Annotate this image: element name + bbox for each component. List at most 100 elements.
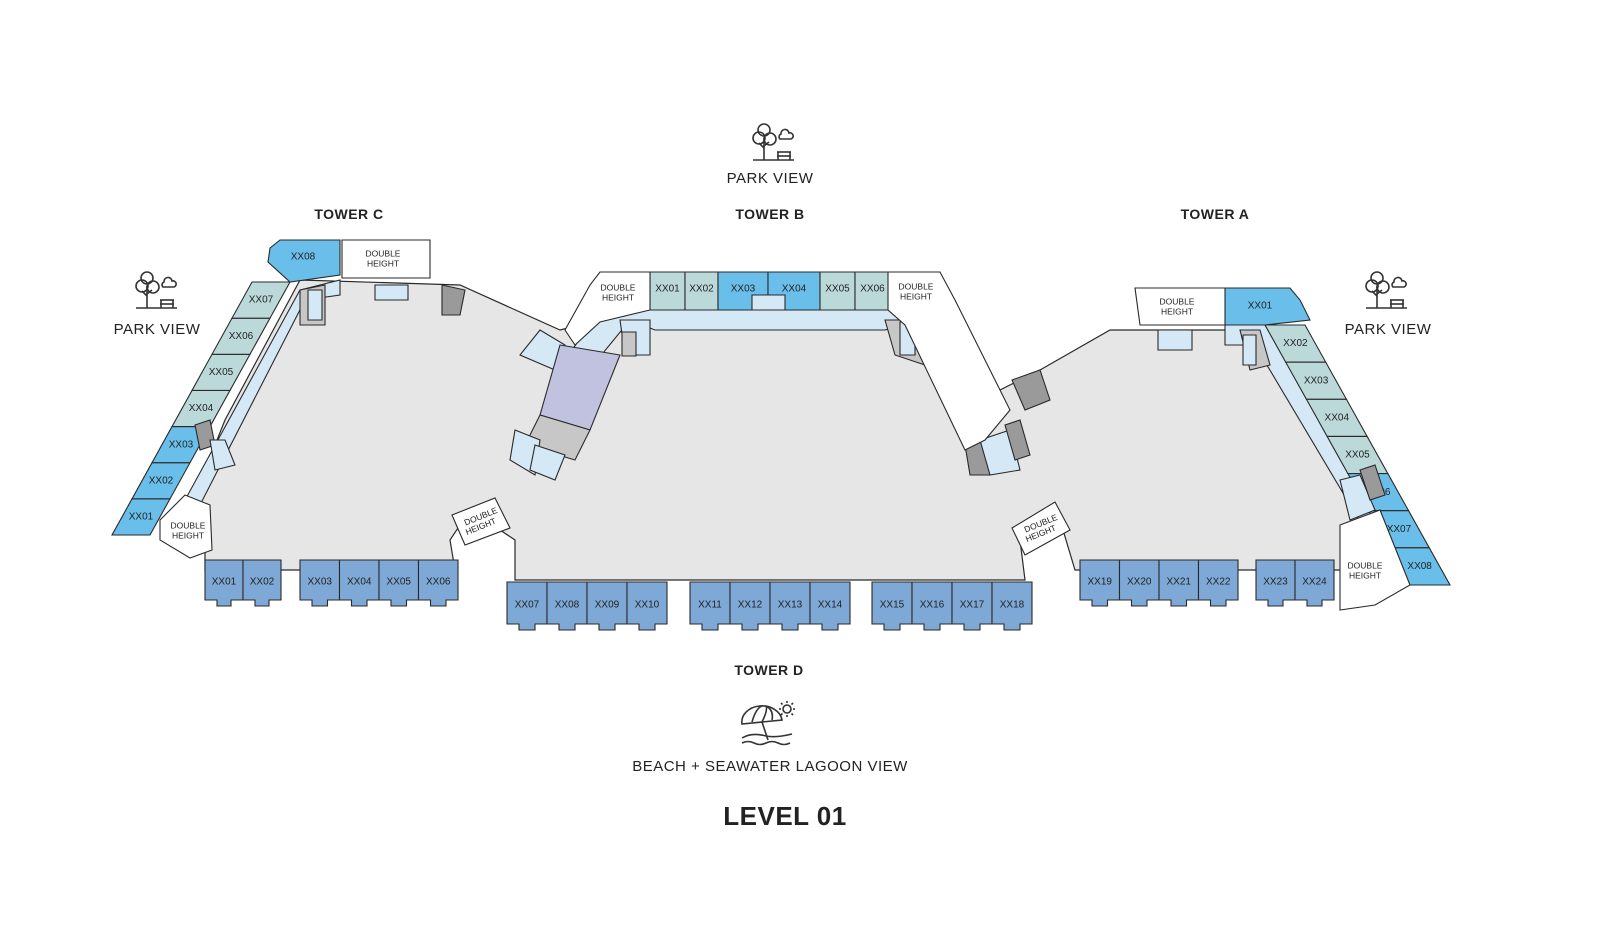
tower-d-unit-label: XX21 <box>1167 577 1192 588</box>
beach-view-label: BEACH + SEAWATER LAGOON VIEW <box>632 758 908 775</box>
tower-d-unit <box>991 581 1033 631</box>
double-height-label: HEIGHT <box>1349 570 1381 580</box>
park-view-top-label: PARK VIEW <box>726 170 814 187</box>
double-height-box <box>1134 287 1226 326</box>
tower-d-unit <box>1294 559 1335 607</box>
tower-d-unit-label: XX05 <box>387 577 412 588</box>
tower-d-unit-label: XX22 <box>1206 577 1231 588</box>
double-height-label: HEIGHT <box>172 530 204 540</box>
beach-view-icon <box>741 701 795 746</box>
tower-a-unit-label: XX05 <box>1345 450 1370 461</box>
tower-b-unit-label: XX03 <box>731 284 756 295</box>
stair-block <box>621 331 637 357</box>
tower-d-unit <box>242 559 282 607</box>
tower-d-unit <box>417 559 459 607</box>
double-height-label: DOUBLE <box>899 281 934 291</box>
tower-d-unit-label: XX02 <box>250 577 275 588</box>
double-height-box <box>341 239 431 279</box>
double-height-label: DOUBLE <box>171 520 206 530</box>
tower-a-unit-label: XX04 <box>1325 412 1350 423</box>
tower-c-unit-label: XX04 <box>189 403 214 414</box>
tower-c-unit-label: XX07 <box>249 295 274 306</box>
tower-d-unit-label: XX12 <box>738 600 763 611</box>
core-block <box>1157 329 1193 351</box>
tower-d-unit <box>626 581 668 631</box>
tower-d-unit-label: XX03 <box>308 577 333 588</box>
level-title: LEVEL 01 <box>723 801 847 831</box>
tower-b-unit-label: XX02 <box>689 284 714 295</box>
tower-d-unit-label: XX16 <box>920 600 945 611</box>
tower-d-unit-label: XX09 <box>595 600 620 611</box>
tower-d-unit-label: XX18 <box>1000 600 1025 611</box>
double-height-label: HEIGHT <box>602 292 634 302</box>
tower-d-unit <box>1197 559 1239 607</box>
tower-d-unit-label: XX20 <box>1127 577 1152 588</box>
tower-d-unit-label: XX19 <box>1088 577 1113 588</box>
tower-d-unit-label: XX11 <box>698 600 722 611</box>
double-height-label: DOUBLE <box>1348 560 1383 570</box>
tower-a-unit-label: XX02 <box>1283 338 1308 349</box>
tower-b-unit-label: XX06 <box>860 284 885 295</box>
double-height-box <box>451 497 511 546</box>
park-view-right-icon <box>1365 271 1407 309</box>
double-height-label: DOUBLE <box>1160 296 1195 306</box>
tower-c-unit <box>267 239 341 283</box>
tower-b-lobby <box>751 294 786 311</box>
core-block <box>1004 419 1031 461</box>
tower-c-unit-label: XX02 <box>149 475 174 486</box>
tower-c-label: TOWER C <box>314 206 384 222</box>
core-block <box>529 444 566 481</box>
core-block <box>1339 474 1376 521</box>
double-height-box <box>564 271 651 346</box>
park-view-left-label: PARK VIEW <box>113 321 201 338</box>
core-block <box>441 284 466 316</box>
double-height-label: HEIGHT <box>1161 306 1193 316</box>
park-view-right-label: PARK VIEW <box>1344 321 1432 338</box>
double-height-box <box>1011 501 1071 556</box>
park-view-top-icon <box>752 123 794 161</box>
core-block <box>1359 464 1386 501</box>
tower-d-unit-label: XX10 <box>635 600 660 611</box>
tower-a-unit-label: XX01 <box>1248 301 1273 312</box>
stair-block <box>307 289 323 321</box>
double-height-box <box>159 494 213 559</box>
tower-b-unit-label: XX01 <box>655 284 680 295</box>
tower-d-unit-label: XX14 <box>818 600 843 611</box>
tower-c-unit-label: XX03 <box>169 439 194 450</box>
tower-d-label: TOWER D <box>734 662 804 678</box>
tower-c-unit-label: XX08 <box>291 252 316 263</box>
tower-d-unit-label: XX24 <box>1302 577 1327 588</box>
tower-d-unit-label: XX08 <box>555 600 580 611</box>
tower-d-unit-label: XX04 <box>347 577 372 588</box>
tower-b-unit-label: XX05 <box>825 284 850 295</box>
tower-c-unit-label: XX05 <box>209 367 234 378</box>
core-block <box>209 439 236 471</box>
tower-d-unit-label: XX07 <box>515 600 540 611</box>
tower-c-unit-label: XX01 <box>129 512 154 523</box>
core-block <box>1011 369 1051 411</box>
double-height-label: DOUBLE <box>366 248 401 258</box>
tower-a-unit-label: XX07 <box>1387 524 1412 535</box>
tower-d-unit-label: XX15 <box>880 600 905 611</box>
tower-c-unit-label: XX06 <box>229 331 254 342</box>
tower-d-unit-label: XX17 <box>960 600 985 611</box>
tower-c-unit <box>231 281 291 319</box>
tower-d-unit <box>809 581 851 631</box>
tower-a-unit-label: XX08 <box>1407 561 1432 572</box>
tower-d-unit-label: XX13 <box>778 600 803 611</box>
tower-a-unit-label: XX03 <box>1304 375 1329 386</box>
tower-d-unit-label: XX06 <box>426 577 451 588</box>
double-height-box <box>1339 509 1411 611</box>
double-height-label: HEIGHT <box>900 291 932 301</box>
tower-d-unit-label: XX01 <box>212 577 237 588</box>
tower-a-label: TOWER A <box>1180 206 1250 222</box>
core-block <box>374 284 409 301</box>
double-height-label: DOUBLE <box>601 282 636 292</box>
double-height-label: HEIGHT <box>367 258 399 268</box>
double-height-box <box>887 271 1011 451</box>
